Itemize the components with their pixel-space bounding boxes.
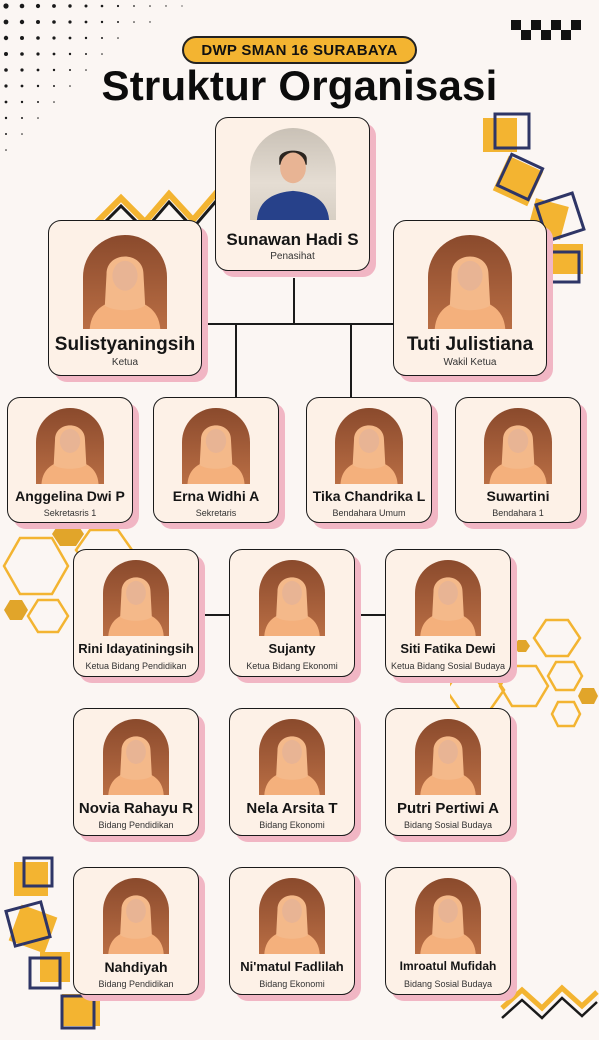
person-icon	[434, 256, 506, 329]
person-icon	[41, 425, 99, 484]
person-icon	[108, 577, 164, 636]
person-icon	[489, 425, 547, 484]
member-photo	[335, 408, 403, 484]
member-card-b-sosbud-2: Imroatul Mufidah Bidang Sosial Budaya	[385, 867, 511, 995]
member-card-b-pendidikan-2: Nahdiyah Bidang Pendidikan	[73, 867, 199, 995]
person-icon	[264, 577, 320, 636]
member-photo	[415, 560, 481, 636]
person-icon	[264, 895, 320, 954]
member-role: Bidang Ekonomi	[259, 979, 325, 989]
member-name: Anggelina Dwi P	[15, 488, 125, 504]
member-card-b-sosbud-1: Putri Pertiwi A Bidang Sosial Budaya	[385, 708, 511, 836]
member-name: Sunawan Hadi S	[226, 230, 359, 249]
member-name: Suwartini	[486, 488, 550, 504]
member-name: Nahdiyah	[104, 959, 168, 975]
member-card-penasihat: Sunawan Hadi S Penasihat	[215, 117, 370, 271]
member-name: Novia Rahayu R	[78, 800, 194, 817]
member-name: Sujanty	[268, 641, 316, 656]
member-role: Bidang Pendidikan	[98, 979, 174, 989]
member-name: Tika Chandrika L	[312, 488, 426, 504]
member-card-sekretaris1: Anggelina Dwi P Sekretasris 1	[7, 397, 133, 523]
organization-name: DWP SMAN 16 SURABAYA	[201, 41, 398, 59]
member-name: Siti Fatika Dewi	[400, 641, 496, 656]
member-role: Bendahara Umum	[332, 508, 406, 518]
member-role: Bidang Sosial Budaya	[403, 820, 493, 830]
member-photo	[83, 235, 167, 329]
member-photo	[259, 878, 325, 954]
person-icon	[108, 736, 164, 795]
member-name: Imroatul Mufidah	[399, 959, 497, 973]
member-name: Tuti Julistiana	[406, 334, 534, 355]
member-card-sekretaris: Erna Widhi A Sekretaris	[153, 397, 279, 523]
member-role: Ketua Bidang Sosial Budaya	[390, 661, 506, 671]
connector-line	[350, 323, 352, 397]
member-name: Nela Arsita T	[246, 800, 338, 817]
member-photo	[103, 878, 169, 954]
member-role: Bendahara 1	[492, 508, 544, 518]
zigzag-decoration-bottom	[500, 984, 599, 1020]
connector-line	[235, 323, 237, 397]
member-photo	[415, 878, 481, 954]
member-role: Sekretaris	[195, 508, 237, 518]
member-card-bendahara-umum: Tika Chandrika L Bendahara Umum	[306, 397, 432, 523]
organization-badge: DWP SMAN 16 SURABAYA	[182, 36, 417, 64]
member-photo	[182, 408, 250, 484]
member-role: Sekretasris 1	[43, 508, 97, 518]
connector-line	[204, 323, 394, 325]
member-role: Wakil Ketua	[443, 357, 497, 368]
person-icon	[89, 256, 161, 329]
member-name: Erna Widhi A	[172, 488, 260, 504]
member-name: Putri Pertiwi A	[397, 800, 499, 817]
person-icon	[340, 425, 398, 484]
member-role: Penasihat	[270, 251, 315, 262]
person-icon	[420, 895, 476, 954]
member-role: Bidang Sosial Budaya	[403, 979, 493, 989]
member-name: Ni'matul Fadlilah	[240, 959, 344, 974]
connector-line	[293, 278, 295, 324]
member-photo	[259, 560, 325, 636]
member-name: Sulistyaningsih	[54, 334, 196, 355]
member-role: Bidang Ekonomi	[259, 820, 325, 830]
member-photo	[103, 560, 169, 636]
checker-decoration	[511, 20, 581, 40]
member-photo	[103, 719, 169, 795]
member-card-b-ekonomi-1: Nela Arsita T Bidang Ekonomi	[229, 708, 355, 836]
member-photo	[415, 719, 481, 795]
connector-line	[199, 614, 229, 616]
member-photo	[249, 128, 336, 220]
member-photo	[428, 235, 512, 329]
member-card-kb-pendidikan: Rini Idayatiningsih Ketua Bidang Pendidi…	[73, 549, 199, 677]
person-icon	[264, 736, 320, 795]
member-card-b-pendidikan-1: Novia Rahayu R Bidang Pendidikan	[73, 708, 199, 836]
member-photo	[36, 408, 104, 484]
member-card-kb-ekonomi: Sujanty Ketua Bidang Ekonomi	[229, 549, 355, 677]
member-photo	[259, 719, 325, 795]
member-card-wakil: Tuti Julistiana Wakil Ketua	[393, 220, 547, 376]
person-icon	[108, 895, 164, 954]
member-card-bendahara1: Suwartini Bendahara 1	[455, 397, 581, 523]
person-icon	[256, 150, 329, 220]
member-role: Ketua	[111, 357, 139, 368]
person-icon	[420, 736, 476, 795]
page-title: Struktur Organisasi	[101, 62, 498, 109]
member-role: Ketua Bidang Ekonomi	[246, 661, 338, 671]
member-name: Rini Idayatiningsih	[78, 641, 194, 656]
member-card-kb-sosbud: Siti Fatika Dewi Ketua Bidang Sosial Bud…	[385, 549, 511, 677]
member-card-b-ekonomi-2: Ni'matul Fadlilah Bidang Ekonomi	[229, 867, 355, 995]
person-icon	[187, 425, 245, 484]
person-icon	[420, 577, 476, 636]
connector-line	[355, 614, 385, 616]
member-role: Bidang Pendidikan	[98, 820, 174, 830]
member-card-ketua: Sulistyaningsih Ketua	[48, 220, 202, 376]
member-role: Ketua Bidang Pendidikan	[85, 661, 187, 671]
member-photo	[484, 408, 552, 484]
